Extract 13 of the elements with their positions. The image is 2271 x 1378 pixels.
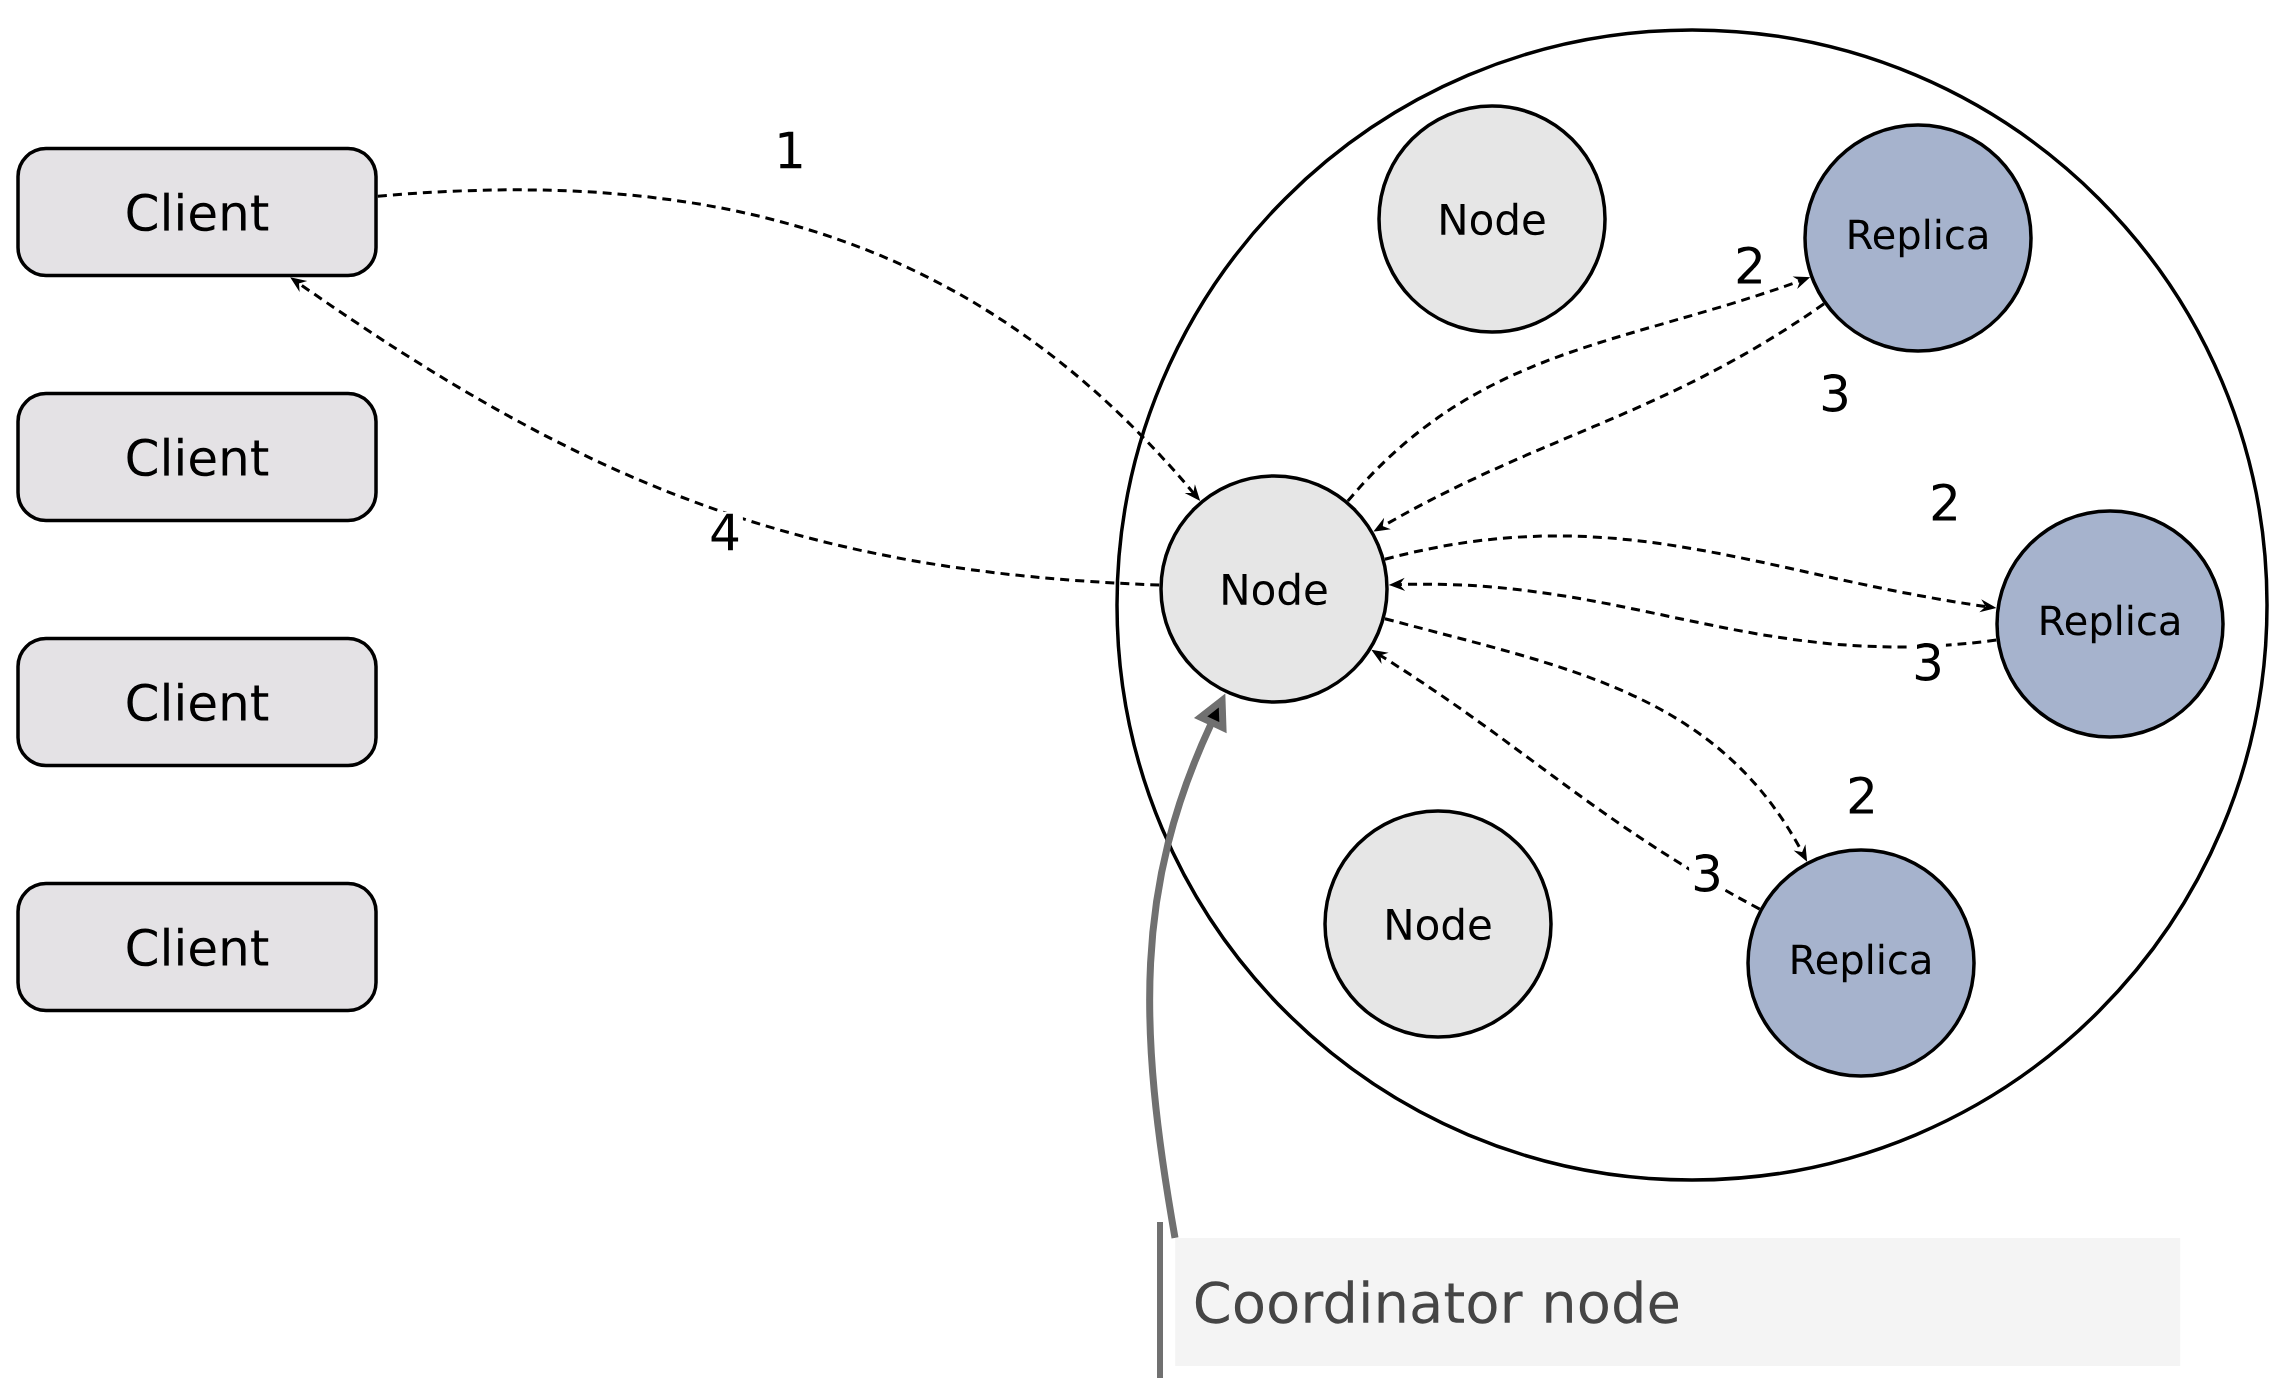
client-box: Client — [16, 881, 378, 1013]
edge-label: 2 — [1927, 481, 1963, 523]
client-box: Client — [16, 636, 378, 768]
edge-label: 4 — [707, 511, 743, 553]
cluster-circle — [1115, 28, 2269, 1182]
edge-label: 3 — [1689, 852, 1725, 894]
edge-label: 2 — [1844, 774, 1880, 816]
client-box: Client — [16, 391, 378, 523]
edge-label: 3 — [1910, 641, 1946, 683]
edge-label: 2 — [1732, 244, 1768, 286]
client-box: Client — [16, 146, 378, 278]
edge-label: 1 — [772, 129, 808, 171]
edge-label: 3 — [1817, 372, 1853, 414]
